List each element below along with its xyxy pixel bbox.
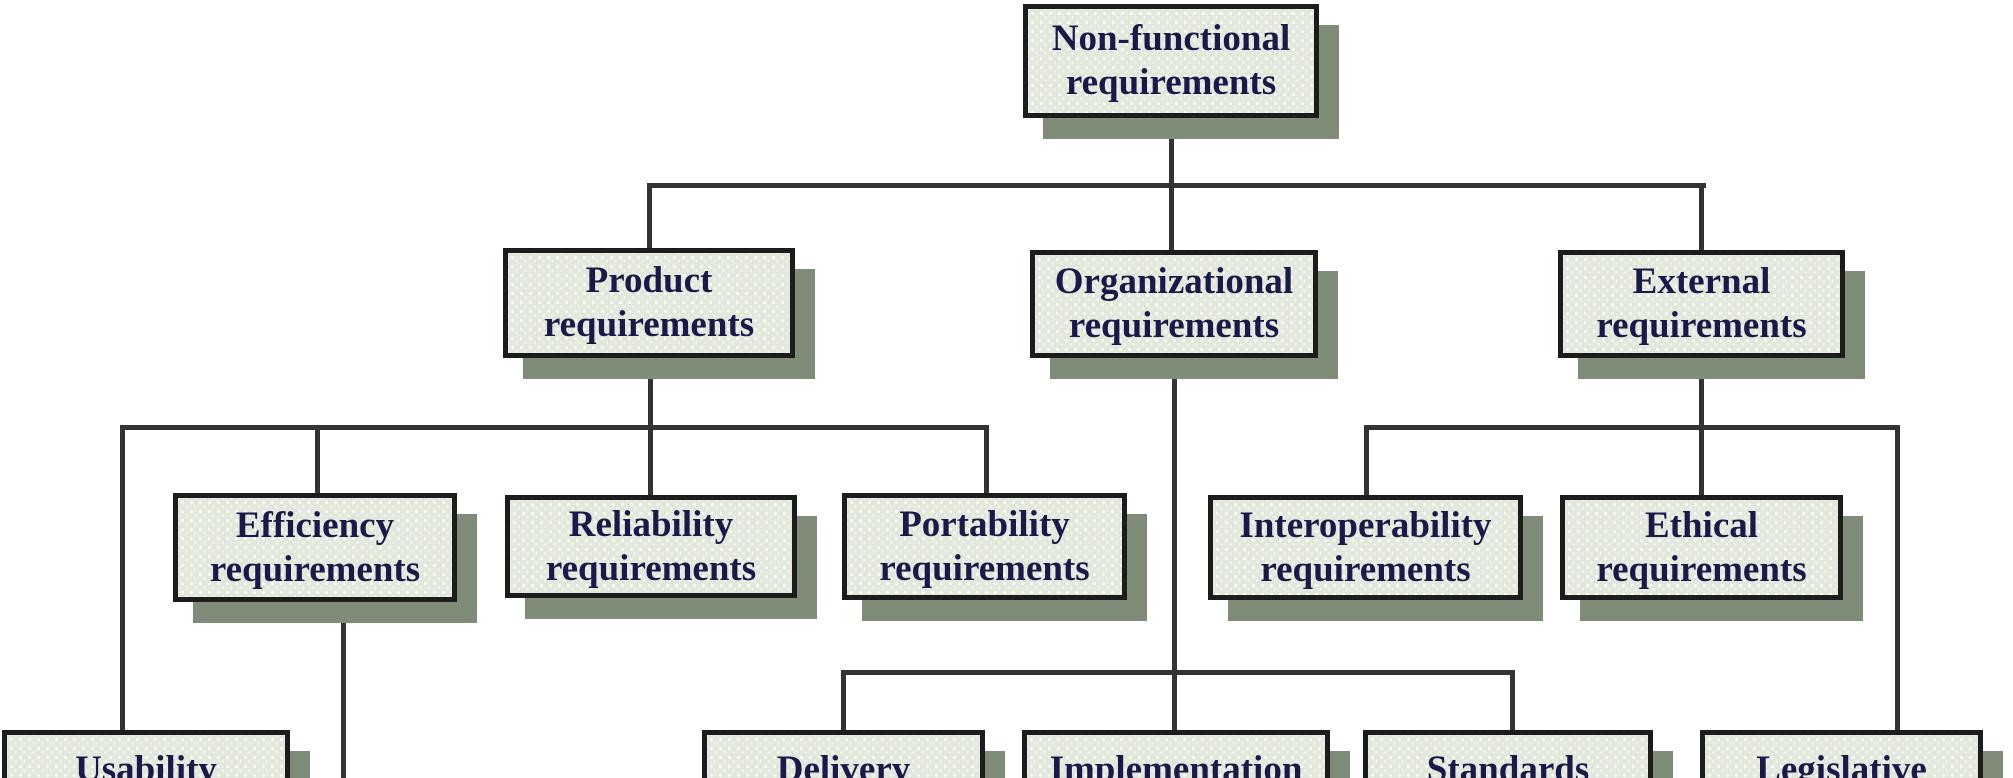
connector-line-vertical: [984, 425, 989, 495]
node-label: requirements: [1260, 548, 1471, 590]
node-label: requirements: [545, 547, 757, 589]
connector-line-vertical: [341, 600, 346, 778]
node-label: Usability: [75, 749, 217, 778]
node-label: requirements: [209, 548, 421, 590]
connector-line-horizontal: [1364, 425, 1900, 430]
node-label: Non-functional: [1051, 18, 1291, 59]
connector-line-horizontal: [120, 425, 989, 430]
node-label: requirements: [1596, 548, 1807, 590]
node-label: requirements: [1596, 305, 1807, 346]
node-label: Implementation: [1049, 749, 1303, 778]
node-label: requirements: [1065, 62, 1277, 103]
node-label: External: [1632, 261, 1771, 302]
node-label: Ethical: [1644, 504, 1759, 546]
connector-line-horizontal: [647, 183, 1706, 188]
node-label: Interoperability: [1239, 504, 1492, 546]
node-label: requirements: [879, 547, 1090, 589]
connector-line-vertical: [1699, 183, 1704, 252]
node-label: Portability: [899, 503, 1070, 545]
node-label: Legislative: [1756, 749, 1927, 778]
node-usability: Usability: [2, 730, 290, 778]
node-label: requirements: [543, 304, 755, 345]
connector-line-horizontal: [841, 670, 1515, 675]
connector-line-vertical: [1364, 425, 1369, 497]
node-label: Organizational: [1054, 261, 1294, 302]
node-label: Efficiency: [235, 504, 395, 546]
node-label: requirements: [1068, 305, 1280, 346]
node-label: Delivery: [776, 749, 911, 778]
connector-line-vertical: [1510, 670, 1515, 732]
node-standards: Standards: [1363, 730, 1653, 778]
connector-line-vertical: [647, 183, 652, 250]
node-legislative: Legislative: [1700, 730, 1983, 778]
node-delivery: Delivery: [702, 730, 985, 778]
connector-line-vertical: [1895, 425, 1900, 732]
node-label: Reliability: [568, 503, 734, 545]
connector-line-vertical: [120, 425, 125, 732]
node-implementation: Implementation: [1022, 730, 1330, 778]
connector-line-vertical: [1172, 356, 1177, 732]
connector-line-vertical: [315, 425, 320, 495]
node-label: Standards: [1426, 749, 1590, 778]
connector-line-vertical: [841, 670, 846, 732]
node-label: Product: [585, 260, 713, 301]
